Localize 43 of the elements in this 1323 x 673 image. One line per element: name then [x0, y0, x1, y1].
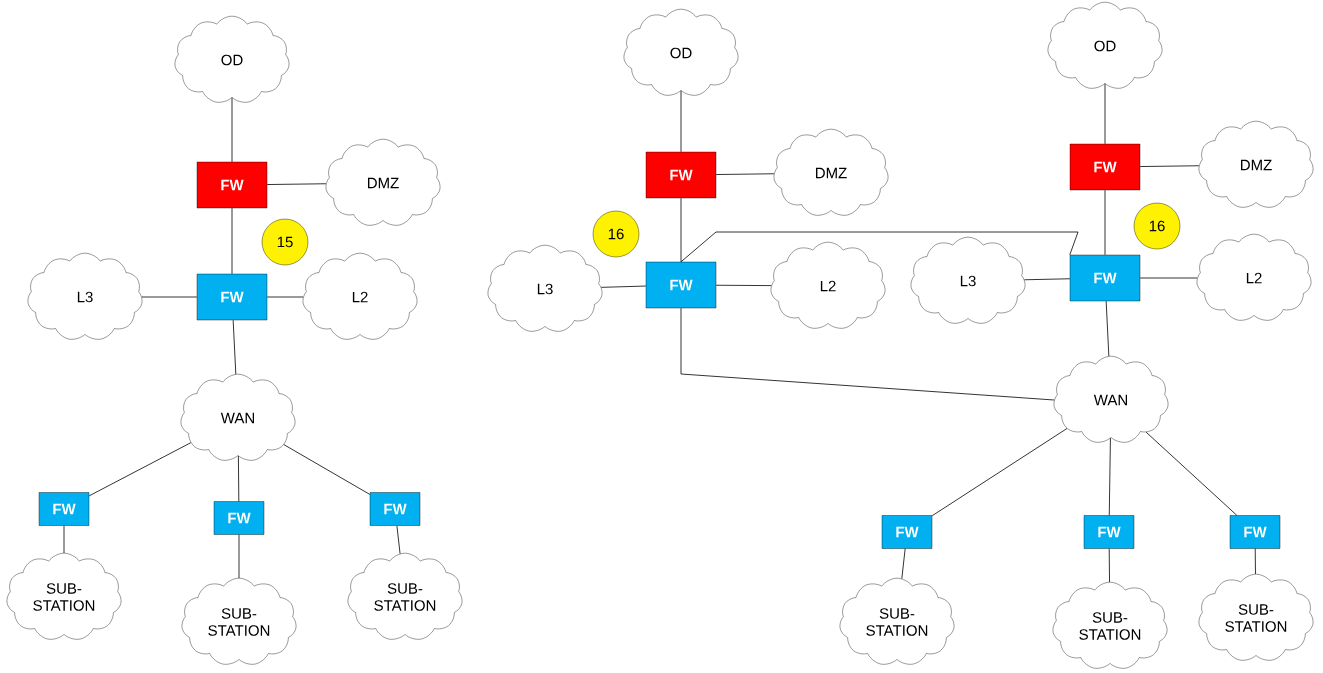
firewall-box: FW — [369, 492, 421, 526]
firewall-box: FW — [38, 492, 90, 526]
firewall-box: FW — [645, 151, 717, 199]
firewall-box: FW — [881, 515, 933, 549]
firewall-box: FW — [1229, 515, 1281, 549]
connector-line — [238, 534, 240, 579]
connector-line — [901, 548, 906, 579]
firewall-box: FW — [213, 501, 265, 535]
connector-line — [715, 173, 775, 175]
connector-line — [141, 296, 198, 298]
connector-line — [1105, 300, 1110, 357]
connector-line — [1104, 189, 1106, 256]
connector-line — [1108, 437, 1111, 516]
connector-line — [63, 525, 65, 554]
connector-line — [396, 525, 401, 555]
connector-line — [680, 197, 682, 263]
connector-line — [1145, 431, 1238, 516]
connector-line — [283, 444, 371, 495]
connector-line — [266, 183, 327, 185]
firewall-box: FW — [1069, 143, 1141, 191]
connector-line — [88, 442, 192, 497]
connector-line — [1024, 278, 1071, 281]
connector-line — [231, 97, 233, 163]
connector-line — [931, 428, 1068, 517]
firewall-box: FW — [196, 273, 268, 321]
firewall-box: FW — [196, 161, 268, 209]
connector-line — [1254, 548, 1256, 575]
firewall-box: FW — [1069, 254, 1141, 302]
connector-line — [232, 319, 237, 375]
connector-line — [680, 90, 682, 153]
firewall-box: FW — [645, 261, 717, 309]
connector-line — [600, 285, 647, 288]
connector-line — [1139, 165, 1200, 167]
connector-line — [266, 296, 304, 298]
connector-line — [1139, 277, 1198, 279]
connector-line — [715, 284, 772, 286]
connector-line — [231, 207, 233, 275]
connector-line — [680, 231, 1079, 263]
connector-line — [238, 455, 240, 502]
connector-line — [1108, 548, 1110, 583]
connector-line — [680, 307, 1055, 401]
connector-line — [1104, 83, 1106, 145]
firewall-box: FW — [1083, 515, 1135, 549]
